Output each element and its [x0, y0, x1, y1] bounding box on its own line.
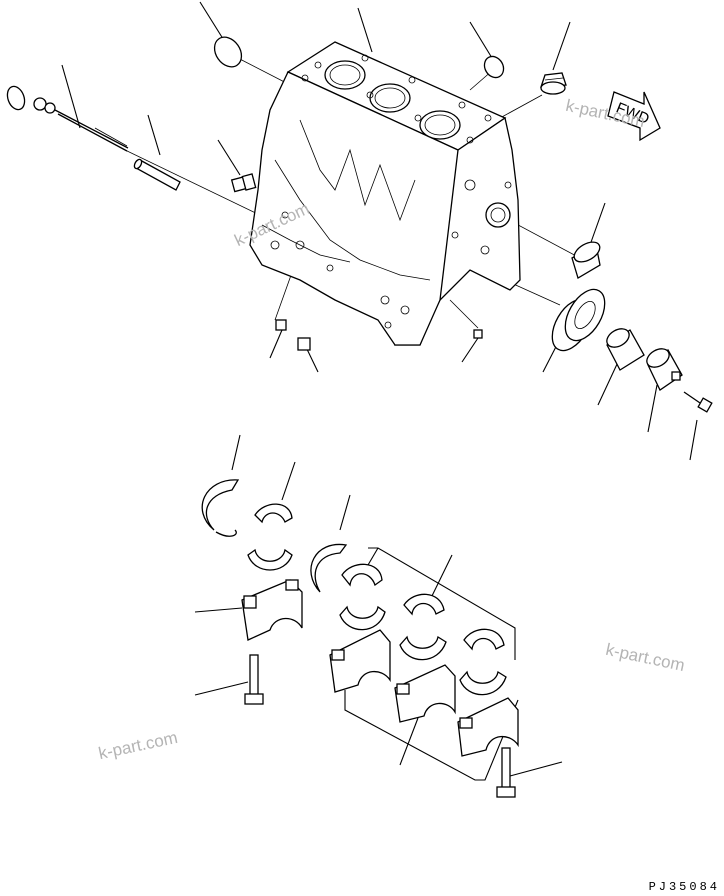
cylinder-block [249, 41, 521, 346]
thrust-collar [646, 348, 683, 391]
main-bearing-2 [339, 563, 386, 631]
dipstick [6, 85, 129, 152]
cap-bolt-right [496, 747, 516, 798]
drain-plugs [275, 319, 483, 351]
retaining-bolt [683, 391, 713, 413]
cap-bolt-left [244, 654, 264, 705]
cam-bushing [571, 241, 601, 279]
cup-plug [540, 72, 567, 95]
diagram-code: PJ35084 [648, 880, 720, 894]
main-bearing-4 [459, 628, 507, 696]
expansion-plug [213, 36, 243, 68]
group-brackets [344, 547, 519, 781]
leader-lines [61, 1, 698, 777]
thrust-washer-1 [201, 479, 240, 537]
plug-bolt [230, 173, 257, 193]
main-bearing-1 [247, 503, 293, 571]
cap-plug [483, 55, 505, 79]
ball-bearing [551, 288, 606, 352]
main-bearing-3 [399, 593, 447, 661]
bearing-cap-front [241, 579, 303, 641]
bearing-cap-2 [329, 629, 391, 693]
bush [606, 328, 645, 371]
guide-tube [133, 158, 181, 191]
bearing-cap-rear [457, 697, 519, 757]
thrust-washer-2 [310, 543, 348, 593]
bearing-cap-3 [394, 664, 456, 723]
